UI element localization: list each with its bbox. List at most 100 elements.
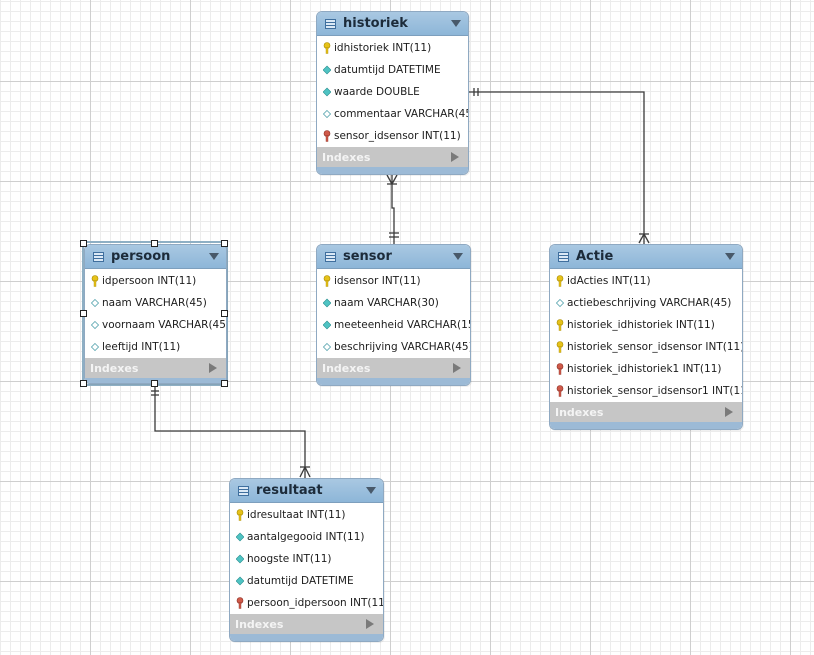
- primary-key-icon: [556, 341, 564, 353]
- column-row[interactable]: datumtijd DATETIME: [317, 59, 468, 81]
- column-row[interactable]: voornaam VARCHAR(45): [85, 314, 226, 336]
- indexes-label: Indexes: [322, 150, 371, 164]
- relationship-persoon-resultaat[interactable]: [151, 384, 311, 478]
- table-persoon[interactable]: persoon idpersoon INT(11) naam VARCHAR(45…: [84, 244, 227, 384]
- column-label: naam VARCHAR(45): [102, 297, 207, 309]
- not-null-column-icon: [235, 575, 245, 587]
- column-row[interactable]: historiek_sensor_idsensor1 INT(11): [550, 380, 742, 402]
- resize-handle-right[interactable]: [221, 310, 228, 317]
- table-footer: [317, 167, 468, 174]
- resize-handle-top-left[interactable]: [80, 240, 87, 247]
- column-label: historiek_idhistoriek INT(11): [567, 319, 715, 331]
- table-header[interactable]: resultaat: [230, 479, 383, 503]
- table-historiek[interactable]: historiek idhistoriek INT(11) datumtijd D…: [316, 11, 469, 175]
- table-header[interactable]: historiek: [317, 12, 468, 36]
- column-row[interactable]: leeftijd INT(11): [85, 336, 226, 358]
- table-icon: [238, 485, 249, 496]
- collapse-arrow-icon[interactable]: [209, 253, 219, 260]
- not-null-column-icon: [235, 553, 245, 565]
- column-row[interactable]: naam VARCHAR(30): [317, 292, 470, 314]
- column-row[interactable]: aantalgegooid INT(11): [230, 526, 383, 548]
- column-row[interactable]: idresultaat INT(11): [230, 504, 383, 526]
- expand-arrow-icon[interactable]: [366, 619, 374, 629]
- column-label: historiek_sensor_idsensor INT(11): [567, 341, 743, 353]
- not-null-column-icon: [322, 64, 332, 76]
- column-row[interactable]: waarde DOUBLE: [317, 81, 468, 103]
- collapse-arrow-icon[interactable]: [725, 253, 735, 260]
- column-row[interactable]: idpersoon INT(11): [85, 270, 226, 292]
- column-label: sensor_idsensor INT(11): [334, 130, 461, 142]
- primary-key-icon: [323, 42, 331, 54]
- column-row[interactable]: hoogste INT(11): [230, 548, 383, 570]
- foreign-key-icon: [556, 385, 564, 397]
- table-icon: [558, 251, 569, 262]
- column-row[interactable]: sensor_idsensor INT(11): [317, 125, 468, 147]
- column-row[interactable]: idhistoriek INT(11): [317, 37, 468, 59]
- column-row[interactable]: naam VARCHAR(45): [85, 292, 226, 314]
- resize-handle-bottom[interactable]: [151, 380, 158, 387]
- resize-handle-bottom-left[interactable]: [80, 380, 87, 387]
- column-row[interactable]: historiek_sensor_idsensor INT(11): [550, 336, 742, 358]
- column-row[interactable]: actiebeschrijving VARCHAR(45): [550, 292, 742, 314]
- column-row[interactable]: idActies INT(11): [550, 270, 742, 292]
- resize-handle-bottom-right[interactable]: [221, 380, 228, 387]
- column-icon: [90, 319, 100, 331]
- column-label: aantalgegooid INT(11): [247, 531, 365, 543]
- table-name: resultaat: [256, 483, 323, 498]
- column-icon: [90, 341, 100, 353]
- column-icon: [90, 297, 100, 309]
- expand-arrow-icon[interactable]: [209, 363, 217, 373]
- collapse-arrow-icon[interactable]: [366, 487, 376, 494]
- column-row[interactable]: idsensor INT(11): [317, 270, 470, 292]
- column-label: actiebeschrijving VARCHAR(45): [567, 297, 732, 309]
- collapse-arrow-icon[interactable]: [453, 253, 463, 260]
- relationship-historiek-actie[interactable]: [469, 88, 650, 244]
- not-null-column-icon: [322, 86, 332, 98]
- indexes-section[interactable]: Indexes: [85, 358, 226, 378]
- expand-arrow-icon[interactable]: [451, 152, 459, 162]
- indexes-section[interactable]: Indexes: [317, 358, 470, 378]
- column-row[interactable]: meeteenheid VARCHAR(15): [317, 314, 470, 336]
- column-row[interactable]: commentaar VARCHAR(45): [317, 103, 468, 125]
- table-header[interactable]: persoon: [85, 245, 226, 269]
- table-actie[interactable]: Actie idActies INT(11) actiebeschrijving …: [549, 244, 743, 430]
- column-label: idpersoon INT(11): [102, 275, 197, 287]
- column-row[interactable]: historiek_idhistoriek1 INT(11): [550, 358, 742, 380]
- not-null-column-icon: [235, 531, 245, 543]
- column-label: waarde DOUBLE: [334, 86, 420, 98]
- column-icon: [322, 108, 332, 120]
- resize-handle-top[interactable]: [151, 240, 158, 247]
- primary-key-icon: [556, 275, 564, 287]
- table-footer: [317, 378, 470, 385]
- expand-arrow-icon[interactable]: [725, 407, 733, 417]
- table-header[interactable]: Actie: [550, 245, 742, 269]
- collapse-arrow-icon[interactable]: [451, 20, 461, 27]
- column-row[interactable]: historiek_idhistoriek INT(11): [550, 314, 742, 336]
- column-label: idhistoriek INT(11): [334, 42, 432, 54]
- column-row[interactable]: persoon_idpersoon INT(11): [230, 592, 383, 614]
- table-name: Actie: [576, 249, 614, 264]
- table-sensor[interactable]: sensor idsensor INT(11) naam VARCHAR(30) m…: [316, 244, 471, 386]
- table-resultaat[interactable]: resultaat idresultaat INT(11) aantalgegoo…: [229, 478, 384, 642]
- column-row[interactable]: datumtijd DATETIME: [230, 570, 383, 592]
- table-name: sensor: [343, 249, 392, 264]
- relationship-historiek-sensor[interactable]: [386, 174, 399, 244]
- table-name: persoon: [111, 249, 171, 264]
- column-label: historiek_sensor_idsensor1 INT(11): [567, 385, 743, 397]
- column-list: idresultaat INT(11) aantalgegooid INT(11)…: [230, 503, 383, 614]
- indexes-label: Indexes: [555, 405, 604, 419]
- column-label: idsensor INT(11): [334, 275, 421, 287]
- indexes-label: Indexes: [235, 617, 284, 631]
- indexes-section[interactable]: Indexes: [230, 614, 383, 634]
- expand-arrow-icon[interactable]: [453, 363, 461, 373]
- resize-handle-top-right[interactable]: [221, 240, 228, 247]
- column-row[interactable]: beschrijving VARCHAR(45): [317, 336, 470, 358]
- indexes-section[interactable]: Indexes: [317, 147, 468, 167]
- table-header[interactable]: sensor: [317, 245, 470, 269]
- column-label: meeteenheid VARCHAR(15): [334, 319, 471, 331]
- column-list: idActies INT(11) actiebeschrijving VARCHA…: [550, 269, 742, 402]
- indexes-section[interactable]: Indexes: [550, 402, 742, 422]
- column-label: beschrijving VARCHAR(45): [334, 341, 471, 353]
- column-label: naam VARCHAR(30): [334, 297, 439, 309]
- resize-handle-left[interactable]: [80, 310, 87, 317]
